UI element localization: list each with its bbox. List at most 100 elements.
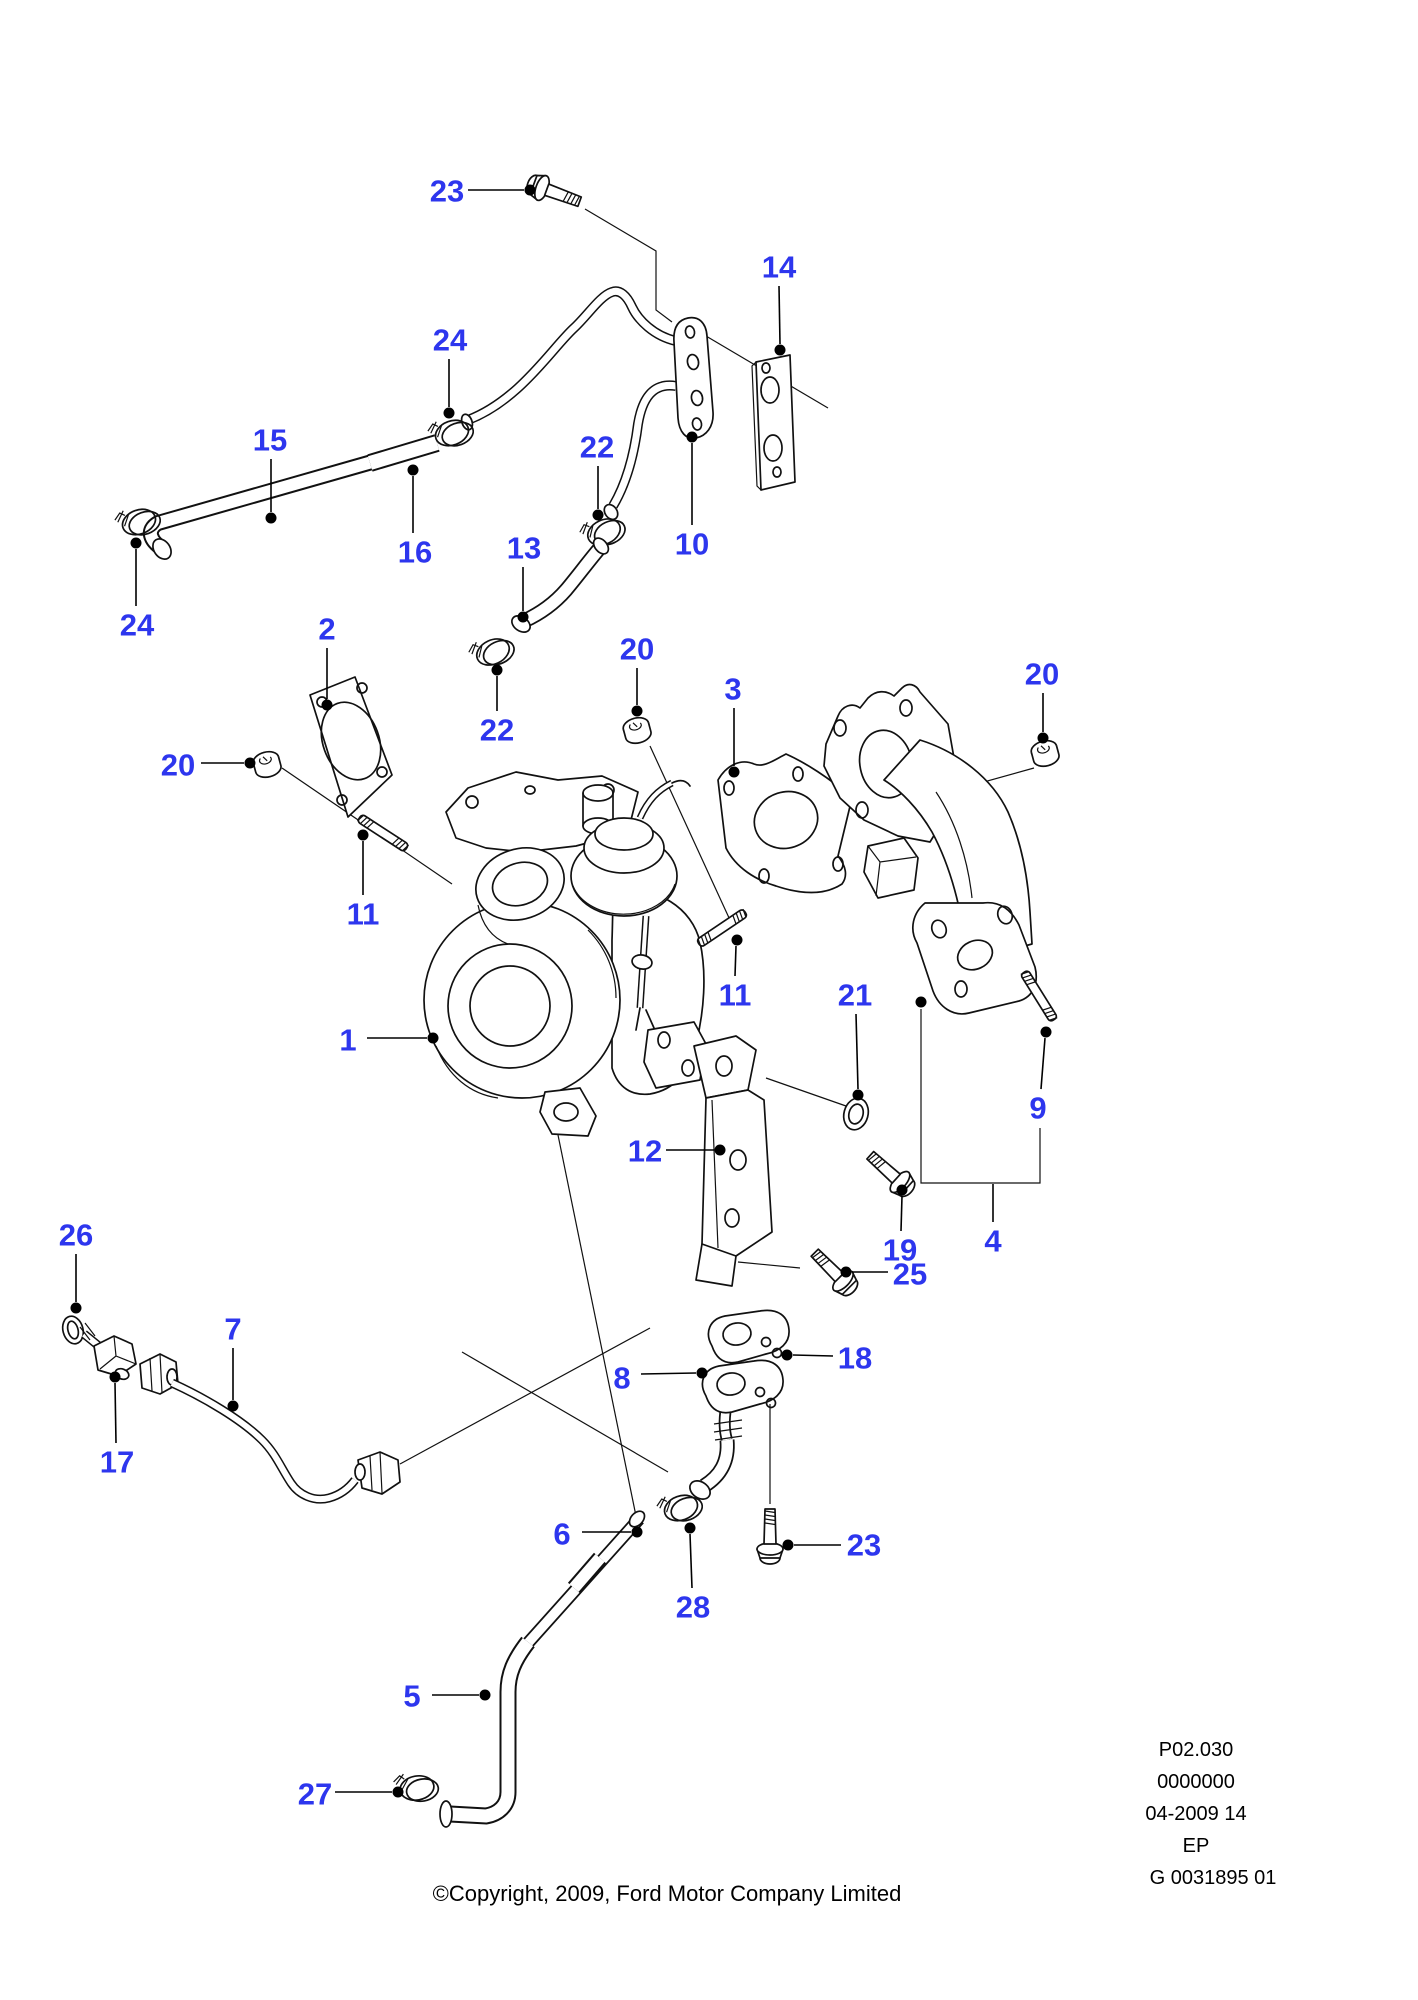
gasket-3-hole [723,780,735,796]
callout-22-bottom[interactable]: 22 [480,664,514,748]
callout-14[interactable]: 14 [762,250,797,356]
part-number-label[interactable]: 20 [161,748,195,783]
callout-18[interactable]: 18 [781,1341,873,1376]
callout-dot [782,1539,794,1551]
oil-pipe-alignment-line [399,1327,651,1465]
return-tube-end [628,1510,646,1528]
callout-27[interactable]: 27 [298,1777,404,1812]
lower-flange-hole [954,980,968,998]
part-number-label[interactable]: 15 [253,423,287,458]
callout-12[interactable]: 12 [628,1134,726,1169]
callout-2[interactable]: 2 [318,612,336,711]
callout-dot [1040,1026,1052,1038]
callout-23-top[interactable]: 23 [430,174,536,209]
callout-17[interactable]: 17 [100,1371,134,1480]
callout-20-right[interactable]: 20 [1025,657,1059,744]
callout-dot [774,344,786,356]
callout-9[interactable]: 9 [1029,1026,1052,1126]
callout-3[interactable]: 3 [724,672,742,778]
part-number-label[interactable]: 17 [100,1445,134,1480]
reference-block: P02.030 0000000 04-2009 14 EP G 0031895 … [1145,1739,1276,1889]
callout-24-top[interactable]: 24 [433,323,468,419]
part-number-label[interactable]: 24 [433,323,468,358]
part-number-label[interactable]: 2 [318,612,335,647]
callout-26[interactable]: 26 [59,1218,93,1314]
callout-8[interactable]: 8 [613,1361,708,1396]
part-number-label[interactable]: 7 [224,1312,241,1347]
callout-19[interactable]: 19 [883,1184,917,1268]
part-number-label[interactable]: 5 [403,1679,420,1714]
callout-dot [392,1786,404,1798]
callout-11-center[interactable]: 11 [719,934,752,1013]
callout-dot [852,1089,864,1101]
callout-dot [896,1184,908,1196]
callout-leader-line [792,1354,834,1357]
callout-11-left[interactable]: 11 [347,829,380,932]
part-number-label[interactable]: 24 [120,608,155,643]
part-number-label[interactable]: 14 [762,250,797,285]
part-number-label[interactable]: 27 [298,1777,332,1812]
callout-24-left[interactable]: 24 [120,537,155,643]
callout-dot [686,431,698,443]
callout-leader-line [114,1382,117,1444]
callout-16[interactable]: 16 [398,464,432,570]
part-number-label[interactable]: 16 [398,535,432,570]
return-hose-5-core [449,1638,534,1823]
part-number-label[interactable]: 20 [1025,657,1059,692]
part-number-label[interactable]: 9 [1029,1091,1046,1126]
callout-1[interactable]: 1 [339,1023,439,1058]
gasket-14-port [763,434,783,462]
part-number-label[interactable]: 28 [676,1590,710,1625]
ref-market: EP [1183,1835,1210,1857]
callout-4[interactable]: 4 [984,1184,1002,1259]
compressor-housing [423,901,621,1099]
callout-20-center[interactable]: 20 [620,632,654,717]
water-tube-end [460,413,474,431]
callout-21[interactable]: 21 [838,978,872,1101]
part-number-label[interactable]: 19 [883,1233,917,1268]
turbo-boss [582,784,614,802]
callout-20-left[interactable]: 20 [161,748,256,783]
part-number-label[interactable]: 3 [724,672,741,707]
part-number-label[interactable]: 1 [339,1023,356,1058]
callout-13[interactable]: 13 [507,531,541,623]
part-number-label[interactable]: 26 [59,1218,93,1253]
part-number-label[interactable]: 11 [719,978,752,1013]
callout-23-bottom[interactable]: 23 [782,1528,882,1563]
callout-7[interactable]: 7 [224,1312,242,1412]
callout-6[interactable]: 6 [553,1517,643,1552]
part-number-label[interactable]: 23 [430,174,464,209]
part-number-label[interactable]: 22 [580,430,614,465]
flange-10-hole [691,417,703,431]
part-number-label[interactable]: 20 [620,632,654,667]
gasket-3-hole [792,766,804,782]
part-number-label[interactable]: 13 [507,531,541,566]
part-number-label[interactable]: 21 [838,978,872,1013]
part-number-label[interactable]: 23 [847,1528,881,1563]
part-number-label[interactable]: 8 [613,1361,630,1396]
callout-25[interactable]: 25 [840,1257,928,1292]
part-number-label[interactable]: 11 [347,897,380,932]
part-number-label[interactable]: 12 [628,1134,662,1169]
callout-dot [631,1526,643,1538]
part-number-label[interactable]: 4 [984,1224,1002,1259]
callout-15[interactable]: 15 [253,423,287,524]
callout-28[interactable]: 28 [676,1522,710,1625]
upper-flange-hole [833,719,847,737]
exhaust-gasket-3 [717,753,853,894]
turbo-drain-alignment-line [557,1134,637,1517]
callout-leader-line [689,1533,693,1589]
oil-feed-pipe-assembly [61,1315,401,1504]
water-hose-15-end [152,538,172,560]
callout-10[interactable]: 10 [675,431,709,562]
part-number-label[interactable]: 22 [480,713,514,748]
part-number-label[interactable]: 18 [838,1341,872,1376]
callout-dot [840,1266,852,1278]
part-number-label[interactable]: 25 [893,1257,927,1292]
callout-22-top[interactable]: 22 [580,430,614,521]
part-number-label[interactable]: 10 [675,527,709,562]
callout-5[interactable]: 5 [403,1679,491,1714]
part-number-label[interactable]: 6 [553,1517,570,1552]
